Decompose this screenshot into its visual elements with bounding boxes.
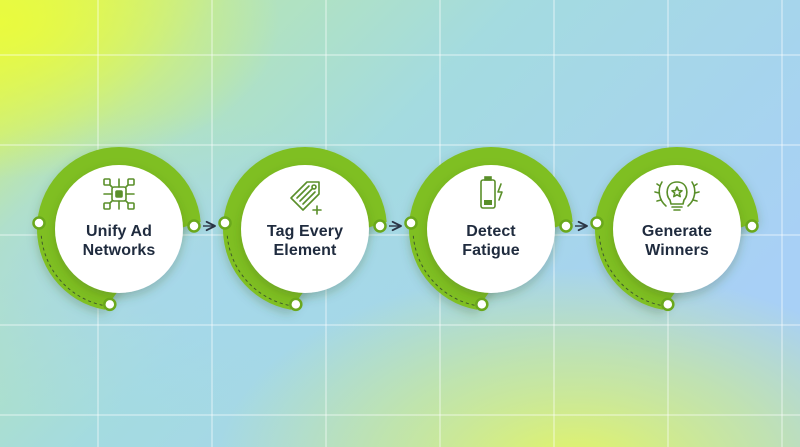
left-node-dot	[32, 216, 46, 230]
right-node-dot	[187, 219, 201, 233]
bottom-node-dot	[661, 297, 675, 312]
step-circle	[427, 165, 555, 293]
step-circle	[241, 165, 369, 293]
step-label-line2: Winners	[645, 242, 709, 259]
process-step	[32, 147, 201, 312]
lightbulb-laurel-star-icon	[654, 181, 700, 211]
dashed-arc	[40, 235, 106, 307]
low-battery-icon	[480, 176, 503, 209]
right-node-dot	[745, 219, 759, 233]
left-node-dot	[590, 216, 604, 230]
step-label-line1: Detect	[466, 223, 516, 240]
bottom-node-dot	[103, 297, 117, 312]
step-label-line2: Networks	[82, 242, 156, 259]
step-label-line1: Unify Ad	[86, 223, 152, 240]
step-label-line2: Element	[273, 242, 337, 259]
step-label-line1: Tag Every	[266, 223, 344, 240]
step-circle	[55, 165, 183, 293]
process-step	[590, 147, 759, 312]
process-step	[404, 147, 573, 312]
ad-network-hub-icon	[103, 178, 135, 210]
dashed-arc	[412, 235, 478, 307]
right-node-dot	[559, 219, 573, 233]
right-node-dot	[373, 219, 387, 233]
dashed-arc	[226, 235, 292, 307]
left-node-dot	[404, 216, 418, 230]
step-label-line1: Generate	[641, 223, 713, 240]
bottom-node-dot	[289, 297, 303, 312]
step-label: Unify Ad Networks	[59, 222, 179, 260]
step-label-line2: Fatigue	[462, 242, 520, 259]
left-node-dot	[218, 216, 232, 230]
bottom-node-dot	[475, 297, 489, 312]
price-tag-plus-icon	[290, 181, 322, 215]
dashed-arc	[598, 235, 664, 307]
process-step	[218, 147, 387, 312]
step-circle	[613, 165, 741, 293]
